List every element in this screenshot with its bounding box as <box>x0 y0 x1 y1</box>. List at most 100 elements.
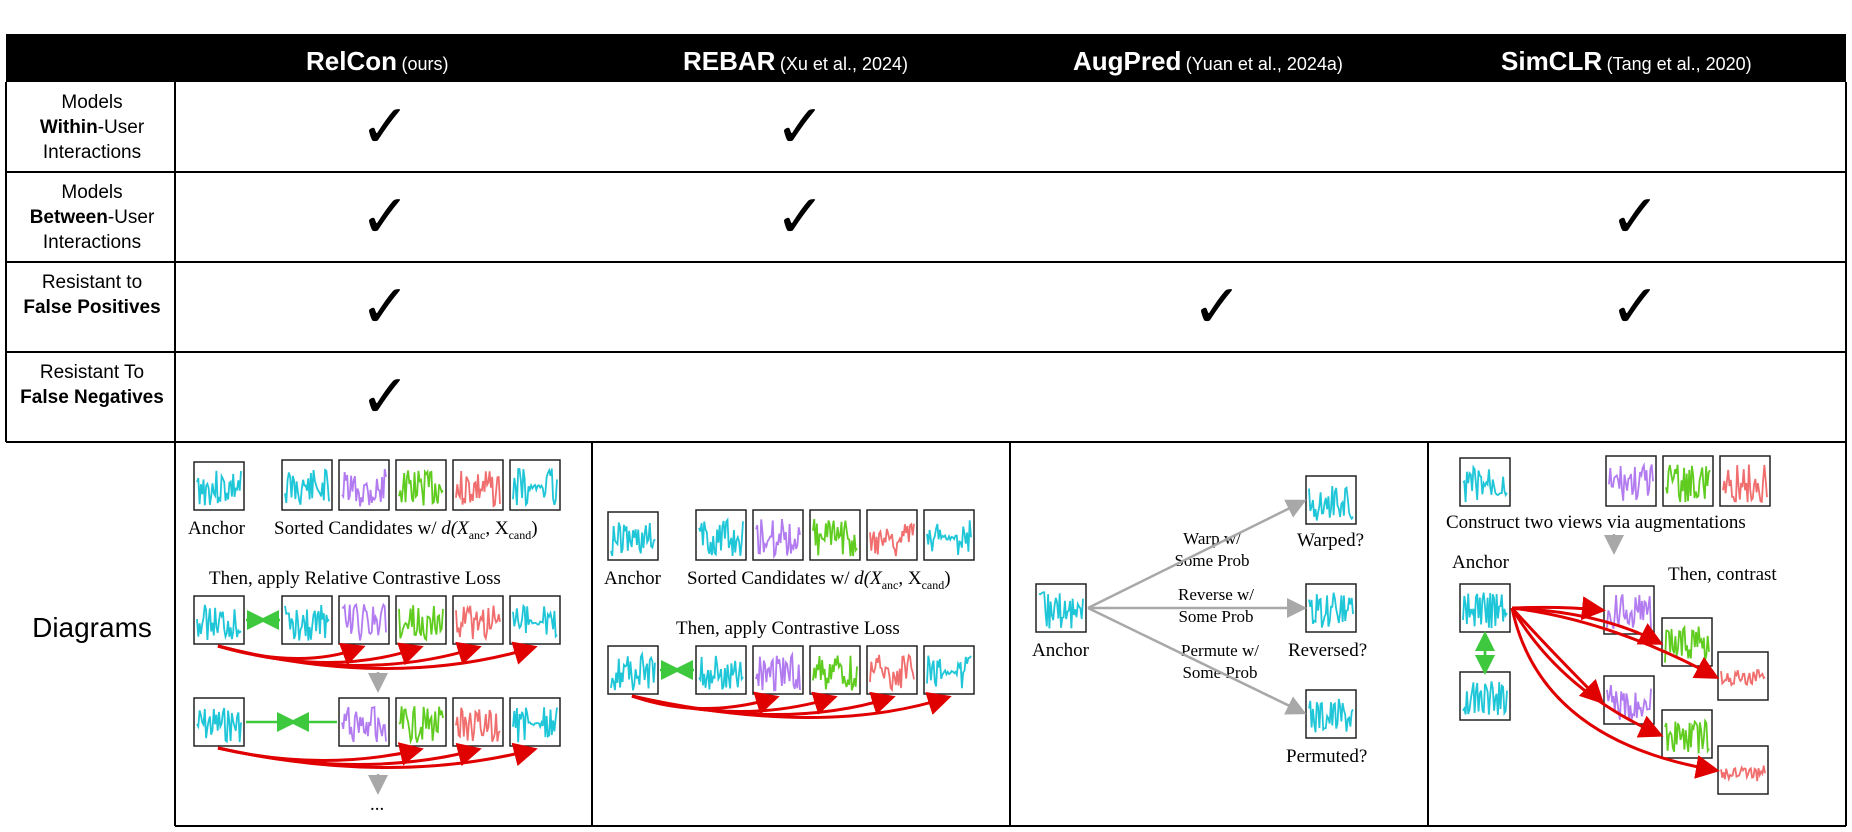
candidate-thumbnail <box>923 509 975 561</box>
augmented-thumbnail <box>1305 475 1357 525</box>
candidate-thumbnail <box>809 509 861 561</box>
rebar-sorted-label: Sorted Candidates w/ d(Xanc, Xcand) <box>687 568 951 592</box>
candidate-thumbnail <box>866 509 918 561</box>
rebar-then-label: Then, apply Contrastive Loss <box>676 618 900 639</box>
negative-arrow <box>1510 607 1664 738</box>
augpred-reverse-label: Reverse w/ Some Prob <box>1177 585 1254 626</box>
row-label-line: Within-User Interactions <box>8 115 176 165</box>
candidate-thumbnail <box>695 509 747 561</box>
anchor-thumbnail <box>193 697 245 747</box>
candidate-thumbnail <box>338 595 390 645</box>
relcon-ellipsis: ... <box>370 794 385 815</box>
candidate-thumbnail <box>281 595 333 645</box>
negative-arrow <box>217 641 538 670</box>
header-augpred: AugPred (Yuan et al., 2024a) <box>1073 44 1343 78</box>
anchor-thumbnail <box>193 595 245 645</box>
candidate-thumbnail <box>281 459 333 511</box>
candidate-thumbnail <box>395 595 447 645</box>
check-mark: ✓ <box>1192 272 1243 342</box>
augpred-anchor-label: Anchor <box>1032 640 1089 661</box>
relcon-anchor-label: Anchor <box>188 518 245 539</box>
negative-view-thumbnail <box>1661 617 1713 667</box>
anchor-thumbnail <box>607 511 659 561</box>
negative-view-thumbnail <box>1603 585 1655 635</box>
relcon-sorted-label: Sorted Candidates w/ d(Xanc, Xcand) <box>274 518 538 542</box>
header-relcon: RelCon (ours) <box>306 44 448 78</box>
candidate-thumbnail <box>452 595 504 645</box>
simclr-then-label: Then, contrast <box>1668 564 1777 585</box>
candidate-thumbnail <box>695 645 747 695</box>
relcon-formula-cand: cand <box>508 527 532 542</box>
candidate-thumbnail <box>338 697 390 747</box>
candidate-thumbnail <box>1605 455 1657 507</box>
method-ref: (Tang et al., 2020) <box>1606 54 1752 74</box>
augpred-reversed-label: Reversed? <box>1288 640 1368 661</box>
augmented-thumbnail <box>1305 583 1357 633</box>
method-name: REBAR <box>683 46 776 76</box>
row-label-bold: False Negatives <box>20 387 164 408</box>
candidate-thumbnail <box>452 459 504 511</box>
method-name: AugPred <box>1073 46 1182 76</box>
negative-view-thumbnail <box>1717 745 1769 795</box>
row-label-line: Models <box>61 182 123 203</box>
augment-arrow <box>1087 606 1307 715</box>
check-mark: ✓ <box>1610 272 1661 342</box>
negative-view-thumbnail <box>1717 651 1769 701</box>
row-label-post: -User Interactions <box>42 117 145 163</box>
row-label-line: Models <box>61 92 123 113</box>
row-label-post: -User Interactions <box>42 207 155 253</box>
candidate-thumbnail <box>338 459 390 511</box>
relcon-then-label: Then, apply Relative Contrastive Loss <box>209 568 501 589</box>
negative-arrow <box>1511 606 1720 679</box>
method-ref: (Xu et al., 2024) <box>779 54 908 74</box>
row-label-line: Resistant to <box>41 272 143 293</box>
candidate-thumbnail <box>509 595 561 645</box>
header-bar <box>6 34 1846 82</box>
candidate-thumbnail <box>1719 455 1771 507</box>
augpred-permuted-label: Permuted? <box>1286 746 1368 767</box>
header-rebar: REBAR (Xu et al., 2024) <box>683 44 908 78</box>
candidate-thumbnail <box>1662 455 1714 507</box>
method-name: RelCon <box>306 46 397 76</box>
row-label-bold: Within <box>39 117 98 138</box>
candidate-thumbnail <box>866 645 918 695</box>
positive-view-thumbnail <box>1459 671 1511 721</box>
rebar-distance-formula: d(X <box>854 568 882 589</box>
check-mark: ✓ <box>360 272 411 342</box>
candidate-thumbnail <box>809 645 861 695</box>
check-mark: ✓ <box>360 182 411 252</box>
relcon-formula-anc: anc <box>468 527 486 542</box>
rebar-anchor-label: Anchor <box>604 568 661 589</box>
check-mark: ✓ <box>360 92 411 162</box>
row-label-line: Resistant To <box>39 362 145 383</box>
check-mark: ✓ <box>1610 182 1661 252</box>
check-mark: ✓ <box>775 182 826 252</box>
simclr-anchor-label: Anchor <box>1452 552 1509 573</box>
candidate-thumbnail <box>509 459 561 511</box>
negative-arrow <box>631 692 952 719</box>
candidate-thumbnail <box>395 459 447 511</box>
relcon-distance-formula: d(X <box>441 518 469 539</box>
check-mark: ✓ <box>360 362 411 432</box>
method-name: SimCLR <box>1501 46 1603 76</box>
row-label-false-negatives: Resistant To False Negatives <box>8 360 176 410</box>
rebar-formula-cand: cand <box>921 577 945 592</box>
anchor-thumbnail <box>1459 457 1511 507</box>
negative-arrow <box>1511 606 1664 645</box>
anchor-thumbnail <box>607 645 659 695</box>
negative-arrow <box>217 742 538 769</box>
augment-arrow <box>1087 499 1307 610</box>
diagrams-row-label: Diagrams <box>32 612 152 643</box>
relcon-sorted-text: Sorted Candidates w/ <box>274 518 437 539</box>
row-label-false-positives: Resistant to False Positives <box>8 270 176 320</box>
header-simclr: SimCLR (Tang et al., 2020) <box>1501 44 1752 78</box>
anchor-thumbnail <box>1459 583 1511 633</box>
row-label-bold: False Positives <box>23 297 161 318</box>
augmented-thumbnail <box>1305 689 1357 739</box>
negative-arrow <box>1510 606 1605 705</box>
row-label-line: Between-User Interactions <box>8 205 176 255</box>
check-mark: ✓ <box>775 92 826 162</box>
rebar-formula-anc: anc <box>881 577 899 592</box>
